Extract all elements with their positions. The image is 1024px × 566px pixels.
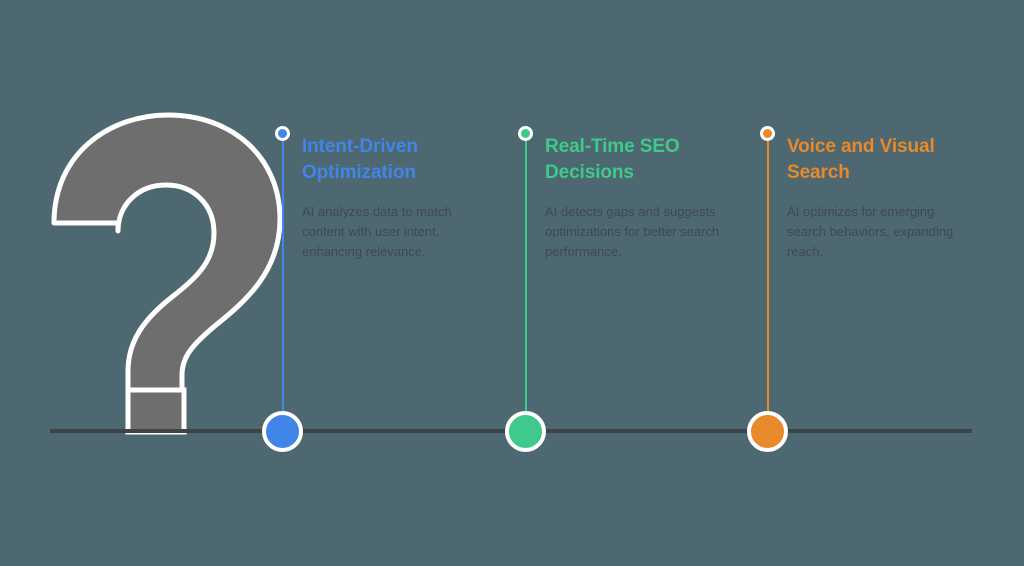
milestone-connector-line (767, 133, 769, 431)
timeline-milestone: Intent-Driven Optimization AI analyzes d… (262, 120, 600, 452)
milestone-connector-line (525, 133, 527, 431)
timeline-milestone: Real-Time SEO Decisions AI detects gaps … (505, 120, 843, 452)
milestone-marker-icon[interactable] (505, 411, 546, 452)
milestone-heading: Real-Time SEO Decisions (545, 136, 680, 183)
question-mark-icon (40, 105, 290, 440)
milestone-marker-icon[interactable] (747, 411, 788, 452)
milestone-top-dot-icon (760, 126, 775, 141)
milestone-text-block: Intent-Driven Optimization AI analyzes d… (302, 134, 492, 262)
timeline-milestone: Voice and Visual Search AI optimizes for… (747, 120, 1024, 452)
milestone-top-dot-icon (518, 126, 533, 141)
milestone-connector-line (282, 133, 284, 431)
milestone-description: AI detects gaps and suggests optimizatio… (545, 204, 720, 259)
milestone-top-dot-icon (275, 126, 290, 141)
milestone-text-block: Voice and Visual Search AI optimizes for… (787, 134, 977, 262)
milestone-heading: Voice and Visual Search (787, 136, 935, 183)
milestone-description: AI optimizes for emerging search behavio… (787, 204, 954, 259)
milestone-text-block: Real-Time SEO Decisions AI detects gaps … (545, 134, 735, 262)
milestone-description: AI analyzes data to match content with u… (302, 204, 452, 259)
milestone-heading: Intent-Driven Optimization (302, 136, 418, 183)
milestone-marker-icon[interactable] (262, 411, 303, 452)
